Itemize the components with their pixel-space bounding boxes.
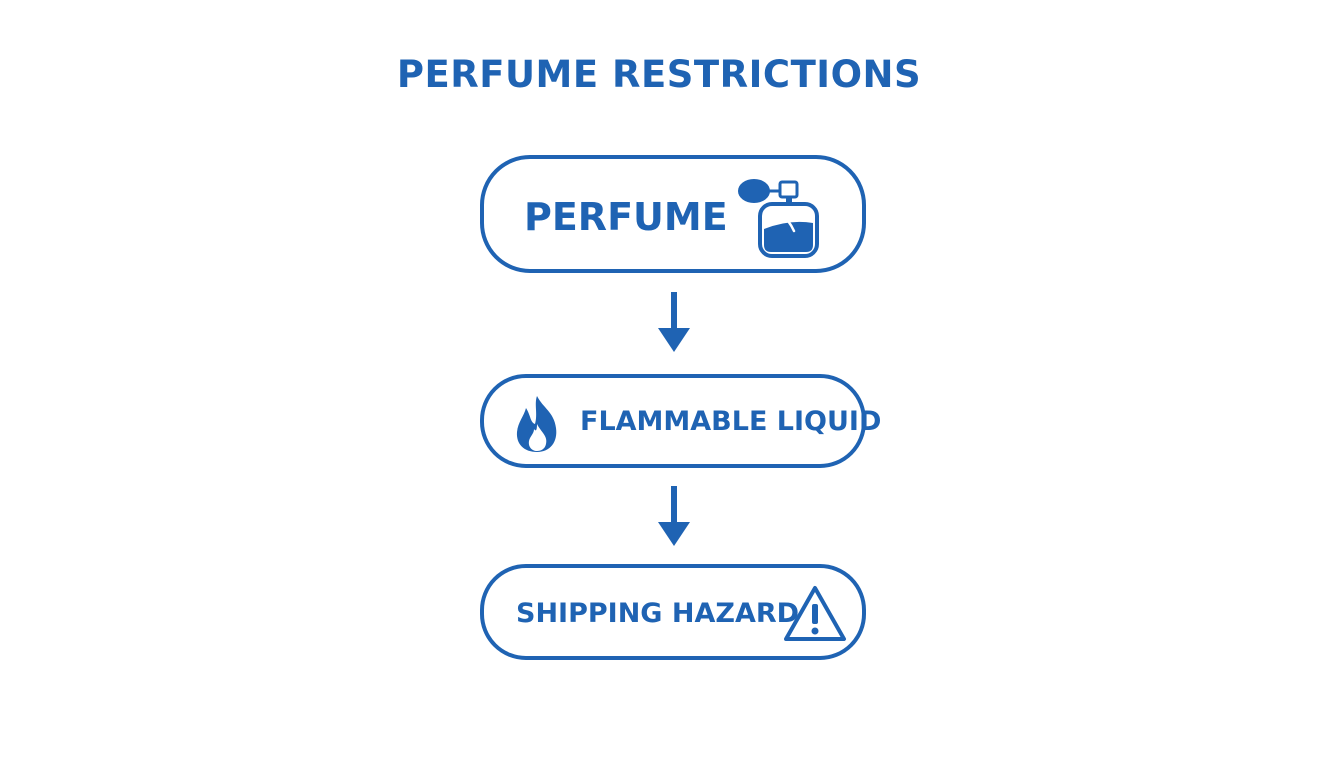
flammable-liquid-label: FLAMMABLE LIQUID (580, 406, 882, 437)
diagram-title: PERFUME RESTRICTIONS (396, 53, 922, 96)
perfume-label: PERFUME (524, 195, 728, 239)
shipping-hazard-box: SHIPPING HAZARD (480, 564, 866, 660)
perfume-box: PERFUME (480, 155, 866, 273)
warning-triangle-icon (784, 586, 846, 641)
shipping-hazard-label: SHIPPING HAZARD (516, 598, 800, 629)
perfume-bottle-icon (738, 179, 819, 258)
arrow-down-icon (658, 292, 690, 352)
flame-icon (516, 396, 557, 452)
arrow-down-icon (658, 486, 690, 546)
flammable-liquid-box: FLAMMABLE LIQUID (480, 374, 881, 468)
